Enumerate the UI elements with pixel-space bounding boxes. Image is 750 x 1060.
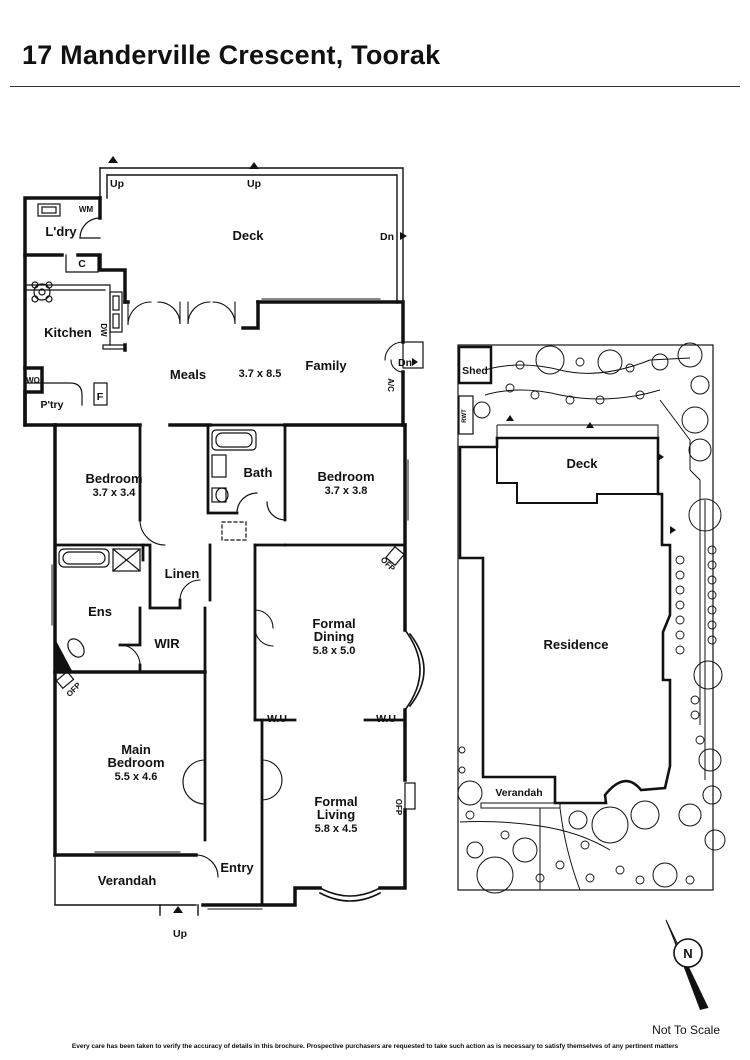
ofp-label-main-bedroom: OFP [65,680,83,698]
wm-label: WM [79,205,94,214]
bath-label: Bath [244,465,273,480]
site-plan-labels: Shed RWT Deck Residence Verandah [462,365,609,799]
shrubs [458,357,717,885]
meals-family-dims: 3.7 x 8.5 [239,368,282,380]
ofp-label-living: OFP [394,799,403,816]
kitchen-block-walls [23,196,127,427]
up-label-front: Up [173,928,187,940]
not-to-scale-note: Not To Scale [652,1023,720,1037]
deck-label: Deck [232,228,264,243]
site-deck [496,424,659,438]
residence-outline [458,436,672,805]
verandah-label: Verandah [98,873,157,888]
page-title: 17 Manderville Crescent, Toorak [22,40,441,70]
wo-walls [23,366,44,394]
floor-plan-labels: Up Up Deck Dn L'dry WM C Kitchen DW WO P… [26,178,412,940]
wu-label-right: W.U [376,713,396,725]
wo-label: WO [26,376,40,385]
dn-label-deck: Dn [380,231,394,243]
site-boundary [457,344,714,891]
rwt-outline [458,395,474,435]
residence-label: Residence [543,637,608,652]
formal-living-dims: 5.8 x 4.5 [315,823,358,835]
shed-outline [457,345,493,385]
entry-label: Entry [220,860,254,875]
ofp-label-dining: OFP [379,555,397,573]
site-verandah [480,802,561,809]
ensuite-label: Ens [88,604,112,619]
laundry-details [37,203,101,273]
windows [51,298,409,910]
site-deck-label: Deck [566,456,598,471]
trees [457,342,726,894]
verandah-outline [54,854,199,916]
formal-living-label-line1: Formal [314,794,357,809]
ac-label: A/C [386,378,395,392]
site-arrows [506,415,676,534]
disclaimer-text: Every care has been taken to verify the … [71,1043,679,1050]
formal-living-label-line2: Living [317,807,355,822]
main-bedroom-label-line1: Main [121,742,151,757]
stairs [402,341,424,369]
up-arrows [108,156,418,913]
floor-plan [23,167,425,916]
bedroom-left-dims: 3.7 x 3.4 [93,487,137,499]
formal-dining-label-line1: Formal [312,616,355,631]
dw-label: DW [99,323,108,337]
site-verandah-label: Verandah [495,787,542,799]
deck-outline [99,167,404,304]
kitchen-label: Kitchen [44,325,92,340]
main-bedroom-dims: 5.5 x 4.6 [115,771,158,783]
linen-label: Linen [165,566,200,581]
bedroom-right-dims: 3.7 x 3.8 [325,485,368,497]
dn-label-family: Dn [398,357,412,369]
kitchen-details [24,281,126,406]
title-divider [10,86,740,87]
bath-fixtures [211,429,286,541]
compass-n-label: N [683,946,692,961]
up-label-top-mid: Up [247,178,261,190]
formal-dining-label-line2: Dining [314,629,354,644]
rwt-label: RWT [462,409,468,423]
up-label-top-left: Up [110,178,124,190]
meals-label: Meals [170,367,206,382]
bays [318,628,425,902]
compass-icon: N [665,919,709,1010]
ensuite-fixtures [54,548,141,673]
family-label: Family [305,358,347,373]
site-plan [457,342,726,894]
bedroom-left-label: Bedroom [85,471,142,486]
formal-dining-dims: 5.8 x 5.0 [313,645,356,657]
pantry-label: P'try [41,399,64,411]
wir-label: WIR [154,636,180,651]
laundry-label: L'dry [45,224,77,239]
fridge-label: F [97,391,104,403]
door-swings [119,301,404,878]
shed-label: Shed [462,365,488,377]
wu-label-left: W.U [267,713,287,725]
bedroom-right-label: Bedroom [317,469,374,484]
cupboard-label: C [78,258,86,270]
fireplaces [55,545,416,810]
main-bedroom-label-line2: Bedroom [107,755,164,770]
